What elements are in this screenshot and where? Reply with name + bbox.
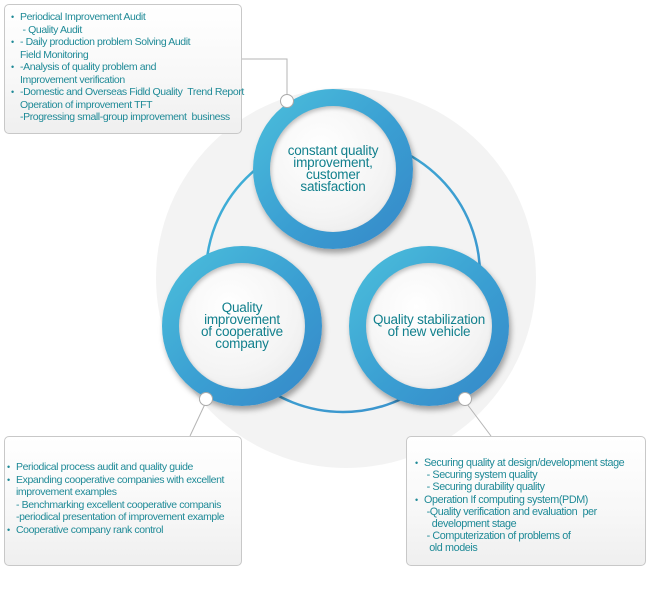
node-cooperative-company: Quality improvement of cooperative compa… bbox=[162, 246, 322, 406]
info-list-item: Field Monitoring bbox=[20, 48, 89, 61]
node-label: constant quality improvement, customer s… bbox=[287, 143, 379, 194]
leader-line-top bbox=[242, 58, 288, 100]
node-inner-disc: constant quality improvement, customer s… bbox=[270, 106, 396, 232]
node-inner-disc: Quality improvement of cooperative compa… bbox=[179, 263, 305, 389]
info-list-item: Operation of improvement TFT bbox=[20, 98, 153, 111]
info-list: Periodical process audit and quality gui… bbox=[7, 461, 241, 537]
info-list-item: Securing quality at design/development s… bbox=[415, 457, 645, 469]
info-list-item: old modeis bbox=[424, 542, 478, 555]
info-list-item: Periodical process audit and quality gui… bbox=[7, 461, 241, 474]
info-list-item: development stage bbox=[424, 518, 517, 531]
info-list-item: -Analysis of quality problem and bbox=[11, 61, 241, 74]
info-list-item: Operation If computing system(PDM) bbox=[415, 494, 645, 506]
info-box-continuous-improvement: Periodical Improvement Audit - Quality A… bbox=[4, 4, 244, 134]
node-inner-disc: Quality stabilization of new vehicle bbox=[366, 263, 492, 389]
leader-line-right bbox=[466, 403, 492, 437]
info-list-item: -Domestic and Overseas Fidld Quality Tre… bbox=[11, 86, 244, 99]
info-list-item: -Progressing small-group improvement bus… bbox=[20, 111, 230, 123]
info-box-new-vehicle: Securing quality at design/development s… bbox=[406, 436, 646, 566]
info-list-item: -periodical presentation of improvement … bbox=[16, 511, 225, 523]
info-list-item: - Daily production problem Solving Audit bbox=[11, 36, 241, 49]
leader-line-left bbox=[189, 403, 206, 437]
info-list-item: Expanding cooperative companies with exc… bbox=[7, 474, 241, 487]
node-new-vehicle: Quality stabilization of new vehicle bbox=[349, 246, 509, 406]
connector-dot-top bbox=[280, 94, 294, 108]
info-list: Periodical Improvement Audit - Quality A… bbox=[11, 11, 244, 124]
node-customer-satisfaction: constant quality improvement, customer s… bbox=[253, 89, 413, 249]
info-box-cooperative-company: Periodical process audit and quality gui… bbox=[4, 436, 242, 566]
info-list-item: Improvement verification bbox=[20, 73, 125, 86]
connector-dot-right bbox=[458, 392, 472, 406]
connector-dot-left bbox=[199, 392, 213, 406]
info-list-item: improvement examples bbox=[16, 486, 117, 498]
info-list-item: - Securing durability quality bbox=[424, 481, 545, 494]
info-list: Securing quality at design/development s… bbox=[415, 457, 645, 555]
node-label: Quality stabilization of new vehicle bbox=[372, 312, 486, 339]
info-list-item: Cooperative company rank control bbox=[7, 524, 241, 537]
info-list-item: -Quality verification and evaluation per bbox=[424, 505, 598, 518]
info-list-item: - Securing system quality bbox=[424, 469, 538, 482]
info-list-item: - Quality Audit bbox=[20, 23, 83, 36]
info-list-item: Periodical Improvement Audit bbox=[11, 11, 241, 24]
info-list-item: - Benchmarking excellent cooperative com… bbox=[16, 498, 221, 511]
node-label: Quality improvement of cooperative compa… bbox=[200, 300, 283, 351]
info-list-item: - Computerization of problems of bbox=[424, 530, 571, 543]
